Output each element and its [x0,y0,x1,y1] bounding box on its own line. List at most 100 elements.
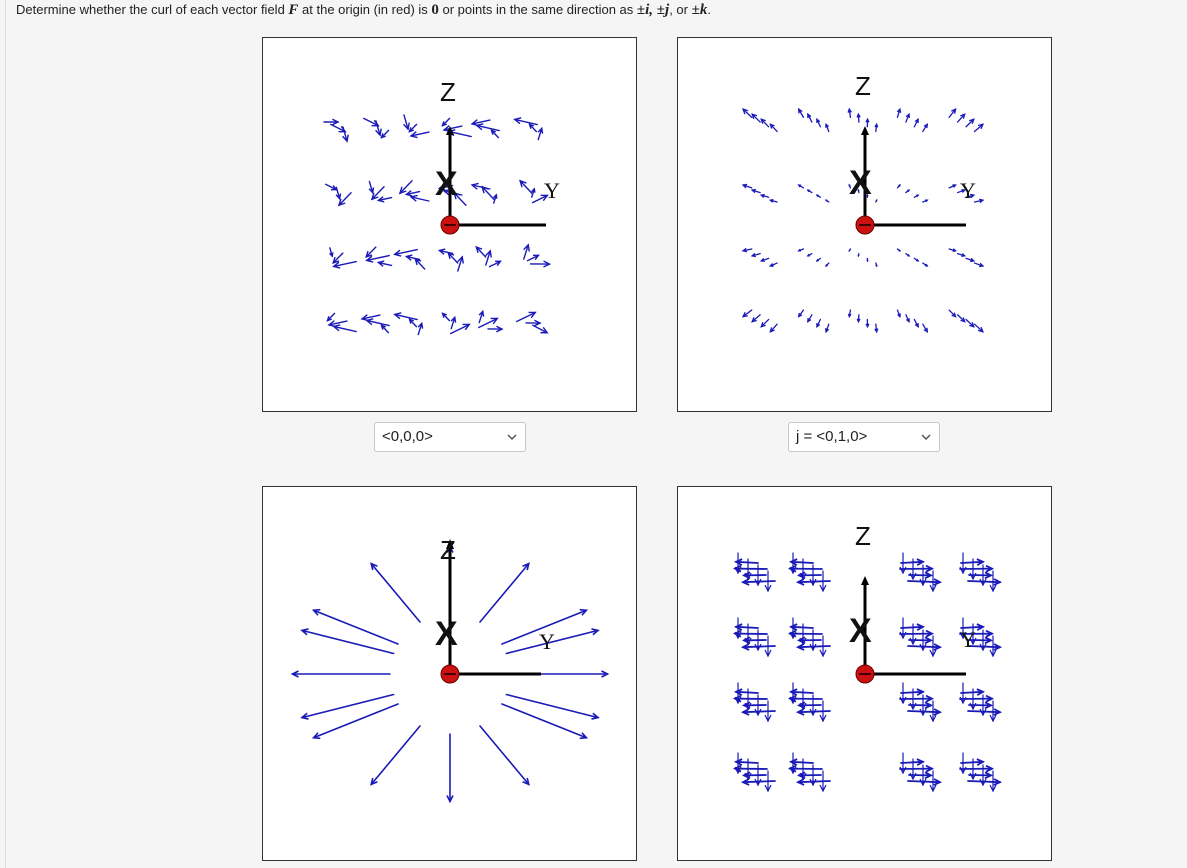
field-arrow [471,119,491,125]
field-arrowhead [408,318,415,324]
field-arrowhead [417,321,424,329]
field-arrowhead [951,312,957,318]
field-arrowhead [409,194,418,202]
field-arrowhead [847,313,852,319]
field-arrow [742,710,776,714]
field-arrowhead [898,249,902,252]
field-arrowhead [332,256,340,265]
field-arrowhead [797,248,802,252]
field-arrow [907,645,941,649]
field-arrowhead [898,183,901,187]
field-arrow [973,323,984,333]
field-arrowhead [398,186,407,195]
field-arrowhead [375,128,382,137]
field-arrow [751,314,761,323]
y-axis-label: Y [539,629,555,654]
field-arrowhead [925,764,935,773]
field-arrowhead [342,134,349,143]
field-arrowhead [409,131,418,139]
vector-field-plot-1: Z X Y [323,77,560,336]
field-arrow [797,645,831,649]
field-arrowhead [601,670,610,678]
field-arrowhead [493,193,498,199]
field-arrowhead [907,254,911,257]
field-arrow [501,609,588,645]
field-arrowhead [905,112,910,119]
field-arrowhead [528,311,537,319]
field-arrowhead [970,193,976,199]
field-arrow [338,192,352,206]
field-arrow [532,324,548,334]
field-arrow [408,123,418,133]
field-arrowhead [528,123,535,129]
field-arrowhead [816,323,821,329]
field-arrowhead [929,649,937,658]
field-arrowhead [848,249,851,253]
field-arrow [907,780,941,784]
field-arrow [312,609,399,645]
field-arrowhead [311,732,321,740]
field-arrow [967,710,1001,714]
field-arrowhead [490,129,497,135]
field-arrowhead [462,323,471,331]
field-arrow [735,690,759,694]
field-arrow [301,693,395,719]
field-arrowhead [741,636,751,645]
question-F: F [288,2,299,18]
field-arrowhead [787,694,797,703]
field-arrow [505,693,599,719]
field-arrowhead [952,184,957,188]
field-arrow [797,580,831,584]
field-arrowhead [376,260,385,267]
field-arrow [526,254,540,262]
field-arrow [365,254,391,262]
field-arrowhead [531,187,536,193]
field-arrow [742,580,776,584]
field-arrow [790,560,814,564]
field-arrowhead [984,701,994,710]
field-arrowhead [984,771,994,780]
answer-select-1[interactable]: <0,0,0> [374,422,526,452]
field-arrowhead [925,564,935,573]
field-arrow [742,780,776,784]
field-arrowhead [916,623,926,631]
field-arrowhead [760,118,766,124]
field-arrowhead [513,117,522,125]
field-arrowhead [370,777,378,786]
field-arrow [375,120,381,136]
field-arrowhead [368,187,375,195]
field-arrowhead [960,317,966,323]
field-arrow [769,323,778,333]
field-arrow [760,118,770,128]
field-arrowhead [485,249,492,258]
field-arrowhead [732,694,742,703]
field-arrowhead [857,188,860,192]
field-arrowhead [933,708,943,716]
field-arrowhead [856,318,861,324]
field-arrowhead [819,584,827,593]
field-arrowhead [961,253,967,258]
field-arrowhead [933,778,943,786]
field-arrowhead [924,571,934,580]
field-arrowhead [969,322,975,328]
field-arrow [403,114,409,130]
answer-select-2[interactable]: j = <0,1,0> [788,422,940,452]
field-arrowhead [825,264,828,268]
field-arrowhead [916,194,920,198]
field-arrowhead [495,260,502,267]
field-arrowhead [764,584,772,593]
field-arrowhead [866,259,869,263]
field-arrow [797,710,831,714]
field-arrowhead [929,584,937,593]
field-arrowhead [897,313,901,318]
field-arrowhead [796,771,806,780]
field-arrow [414,258,426,270]
field-arrowhead [824,328,830,334]
field-arrowhead [989,714,997,723]
field-arrowhead [857,254,860,258]
question-k: ±k [691,2,708,18]
field-arrow [312,703,399,739]
field-arrowhead [875,264,878,268]
field-arrow [399,180,413,194]
field-arrowhead [896,107,902,114]
